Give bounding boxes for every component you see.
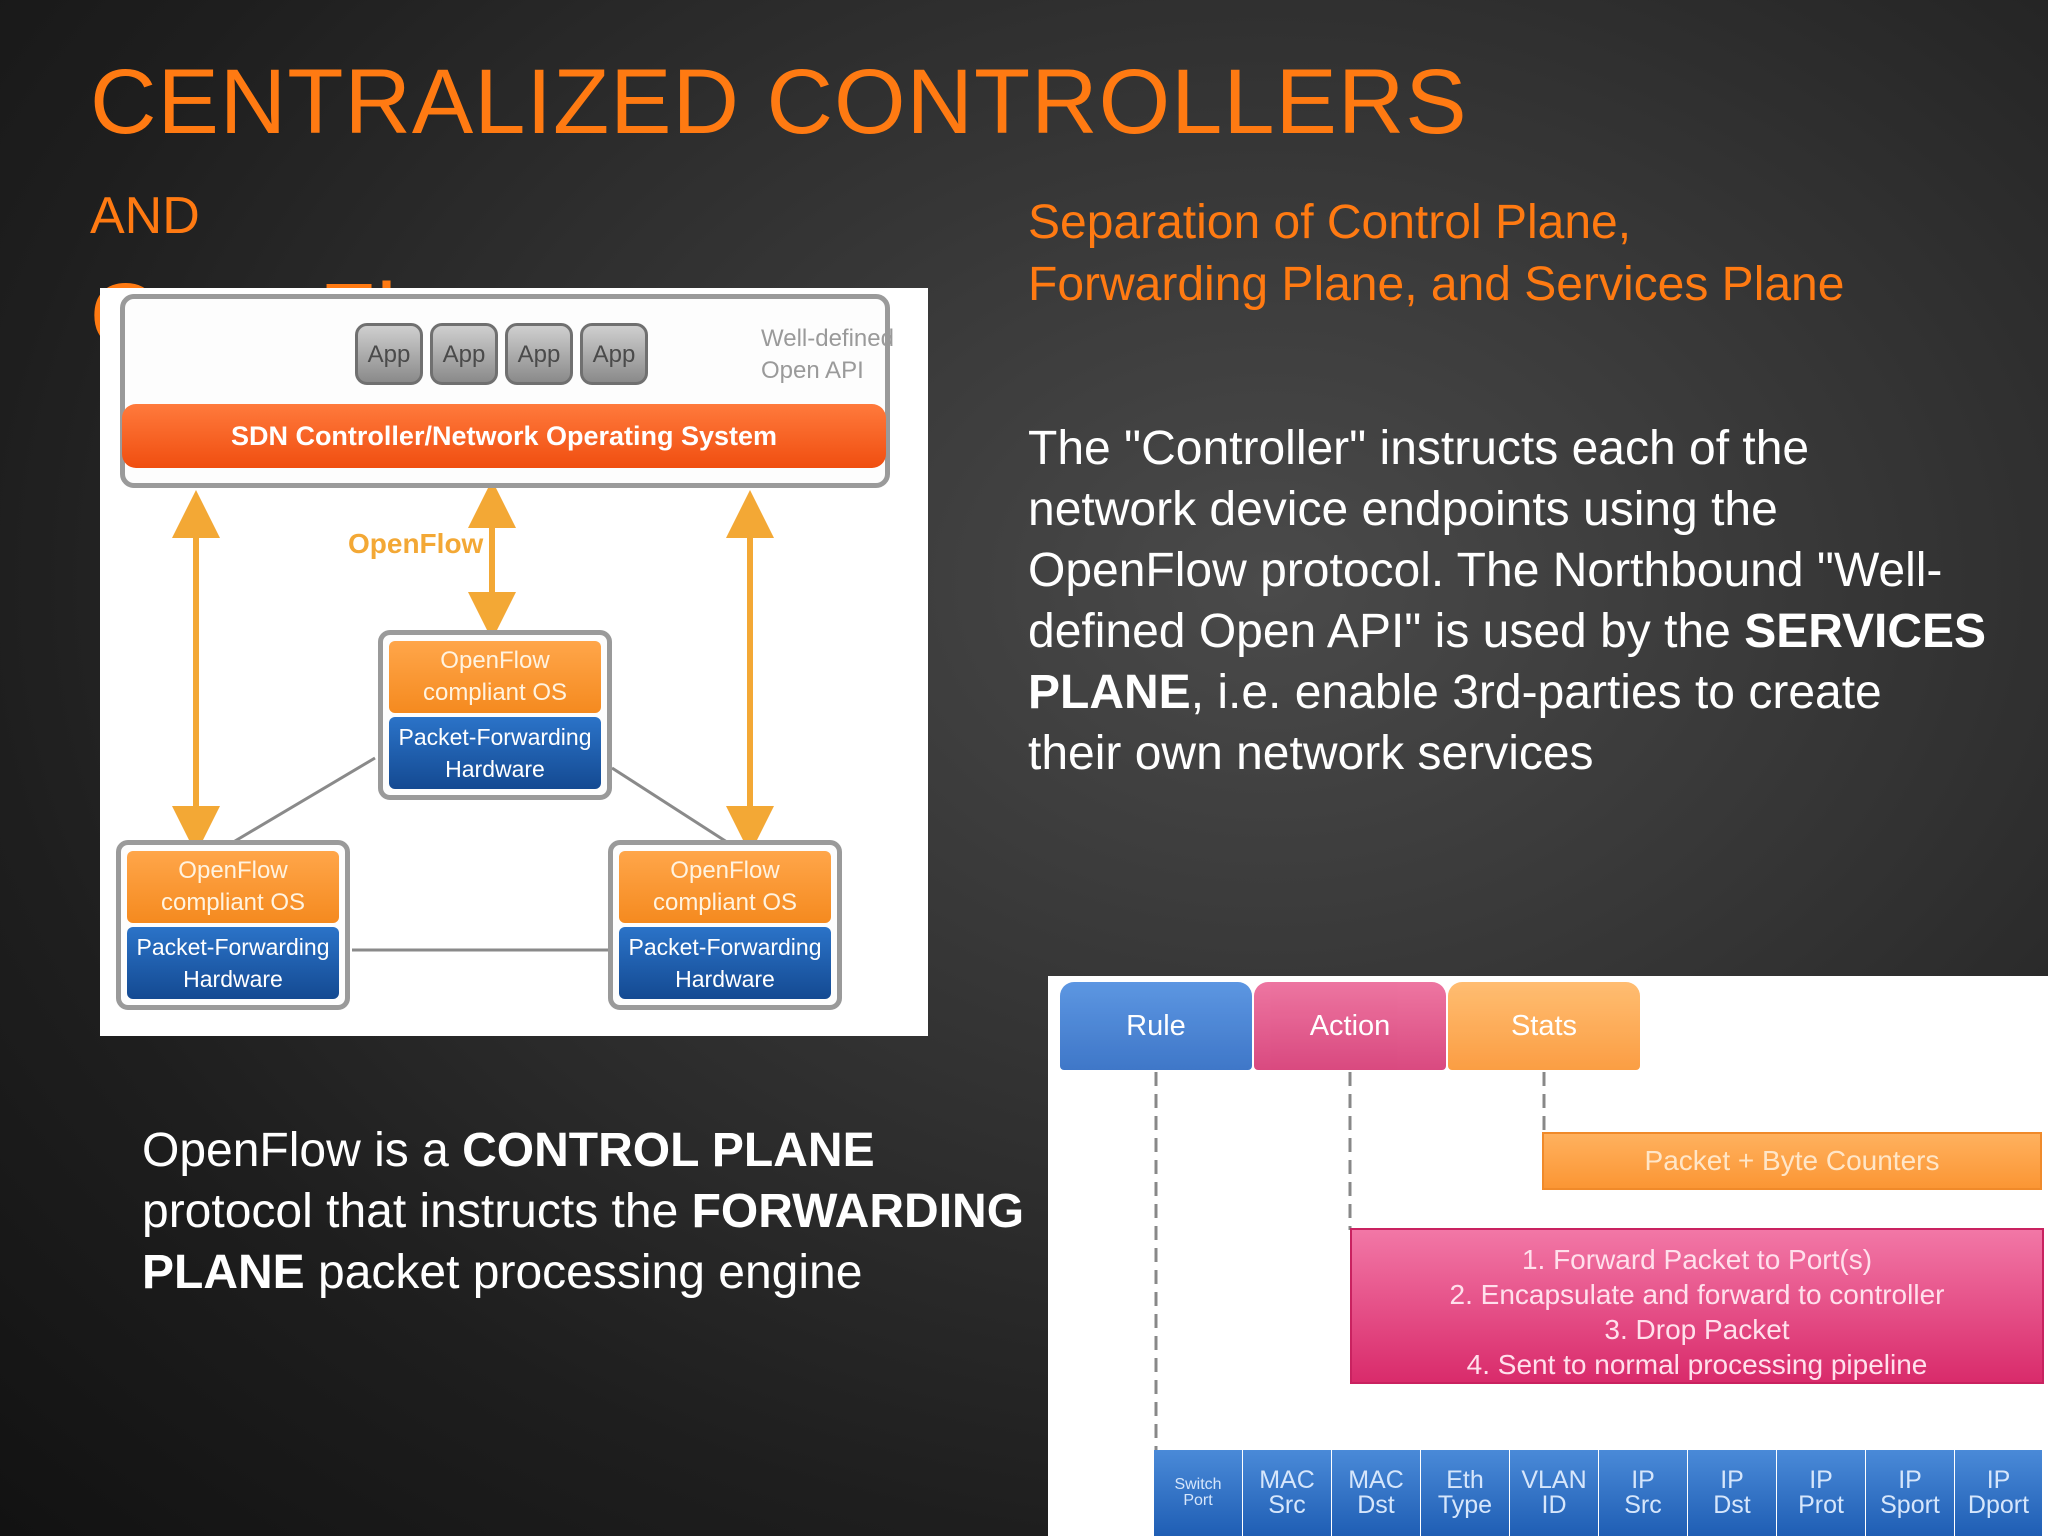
field-bottom: Src [1624, 1491, 1662, 1519]
para-left-text-1: OpenFlow is a [142, 1124, 463, 1177]
field-bottom: Prot [1798, 1491, 1844, 1519]
openflow-os-block: OpenFlow compliant OS [127, 851, 339, 923]
app-box: App [355, 323, 423, 385]
api-label-line2: Open API [761, 357, 864, 384]
title-and: AND [90, 187, 200, 245]
forwarding-hardware-block: Packet-Forwarding Hardware [619, 927, 831, 999]
openflow-os-block: OpenFlow compliant OS [389, 641, 601, 713]
field-top: VLAN [1521, 1466, 1587, 1494]
field-bottom: Src [1268, 1491, 1306, 1519]
field-bottom: ID [1541, 1491, 1567, 1519]
forwarding-hardware-block: Packet-Forwarding Hardware [127, 927, 339, 999]
openflow-os-block: OpenFlow compliant OS [619, 851, 831, 923]
field-top: IP [1809, 1466, 1833, 1494]
hw-line1: Packet-Forwarding [136, 934, 330, 960]
switch-right: OpenFlow compliant OS Packet-Forwarding … [608, 840, 842, 1010]
stats-header: Stats [1448, 982, 1640, 1070]
field-top: MAC [1348, 1466, 1404, 1494]
link-center-left [229, 756, 376, 846]
para-left-bold-1: CONTROL PLANE [462, 1124, 875, 1177]
openflow-label: OpenFlow [348, 528, 484, 559]
field-top: Eth [1446, 1466, 1484, 1494]
app-box: App [580, 323, 648, 385]
hw-line1: Packet-Forwarding [398, 724, 592, 750]
sdn-controller-bar: SDN Controller/Network Operating System [122, 404, 886, 468]
actions-list: 1. Forward Packet to Port(s) 2. Encapsul… [1350, 1228, 2044, 1384]
field-bottom: Sport [1880, 1491, 1940, 1519]
para-right-text-1: The "Controller" instructs each of the n… [1028, 422, 1943, 658]
hw-line2: Hardware [183, 966, 283, 992]
controller-paragraph: The "Controller" instructs each of the n… [1028, 418, 1988, 784]
field-top: Switch [1174, 1476, 1222, 1493]
switch-left: OpenFlow compliant OS Packet-Forwarding … [116, 840, 350, 1010]
os-line2: compliant OS [160, 889, 306, 916]
field-bottom: Type [1437, 1491, 1493, 1519]
action-item: 1. Forward Packet to Port(s) [1521, 1244, 1873, 1275]
para-left-text-3: packet processing engine [304, 1246, 863, 1299]
field-bottom: Dst [1713, 1491, 1751, 1519]
field-top: IP [1986, 1466, 2011, 1494]
hw-line1: Packet-Forwarding [628, 934, 822, 960]
hw-line2: Hardware [675, 966, 775, 992]
action-item: 4. Sent to normal processing pipeline [1466, 1349, 1928, 1380]
link-center-right [611, 766, 731, 846]
os-line2: compliant OS [422, 679, 568, 706]
app-box: App [430, 323, 498, 385]
field-top: IP [1631, 1466, 1655, 1494]
field-top: IP [1720, 1466, 1744, 1494]
para-left-text-2: protocol that instructs the [142, 1185, 692, 1238]
sdn-architecture-diagram: App App App App Well-defined Open API SD… [100, 288, 928, 1036]
field-top: IP [1898, 1466, 1922, 1494]
subtitle-line2: Forwarding Plane, and Services Plane [1028, 258, 1845, 311]
app-box: App [505, 323, 573, 385]
para-left-bold-2: FORWARDING PLANE [142, 1185, 1025, 1299]
field-bottom: Dst [1357, 1491, 1395, 1519]
switch-center: OpenFlow compliant OS Packet-Forwarding … [378, 630, 612, 800]
open-api-label: Well-defined Open API [761, 323, 911, 387]
action-header: Action [1254, 982, 1446, 1070]
os-line1: OpenFlow [178, 857, 288, 884]
packet-byte-counters: Packet + Byte Counters [1542, 1132, 2042, 1190]
os-line1: OpenFlow [670, 857, 780, 884]
subtitle-line1: Separation of Control Plane, [1028, 196, 1632, 249]
flow-table-diagram: Rule Action Stats Packet + Byte Counters… [1048, 976, 2048, 1536]
field-bottom: Dport [1967, 1491, 2030, 1519]
os-line2: compliant OS [652, 889, 798, 916]
action-item: 2. Encapsulate and forward to controller [1449, 1279, 1945, 1310]
slide-subtitle: Separation of Control Plane, Forwarding … [1028, 192, 1988, 316]
hw-line2: Hardware [445, 756, 545, 782]
title-line1: CENTRALIZED CONTROLLERS [90, 51, 1468, 153]
openflow-paragraph: OpenFlow is a CONTROL PLANE protocol tha… [142, 1120, 1042, 1303]
rule-header: Rule [1060, 982, 1252, 1070]
para-right-text-2: , i.e. enable 3rd-parties to create thei… [1028, 666, 1882, 780]
os-line1: OpenFlow [440, 647, 550, 674]
flow-connectors [1154, 1072, 1546, 1452]
api-label-line1: Well-defined [761, 325, 894, 352]
field-bottom: Port [1183, 1492, 1213, 1509]
para-right-bold: SERVICES PLANE [1028, 605, 1987, 719]
forwarding-hardware-block: Packet-Forwarding Hardware [389, 717, 601, 789]
field-top: MAC [1259, 1466, 1315, 1494]
action-item: 3. Drop Packet [1604, 1314, 1790, 1345]
